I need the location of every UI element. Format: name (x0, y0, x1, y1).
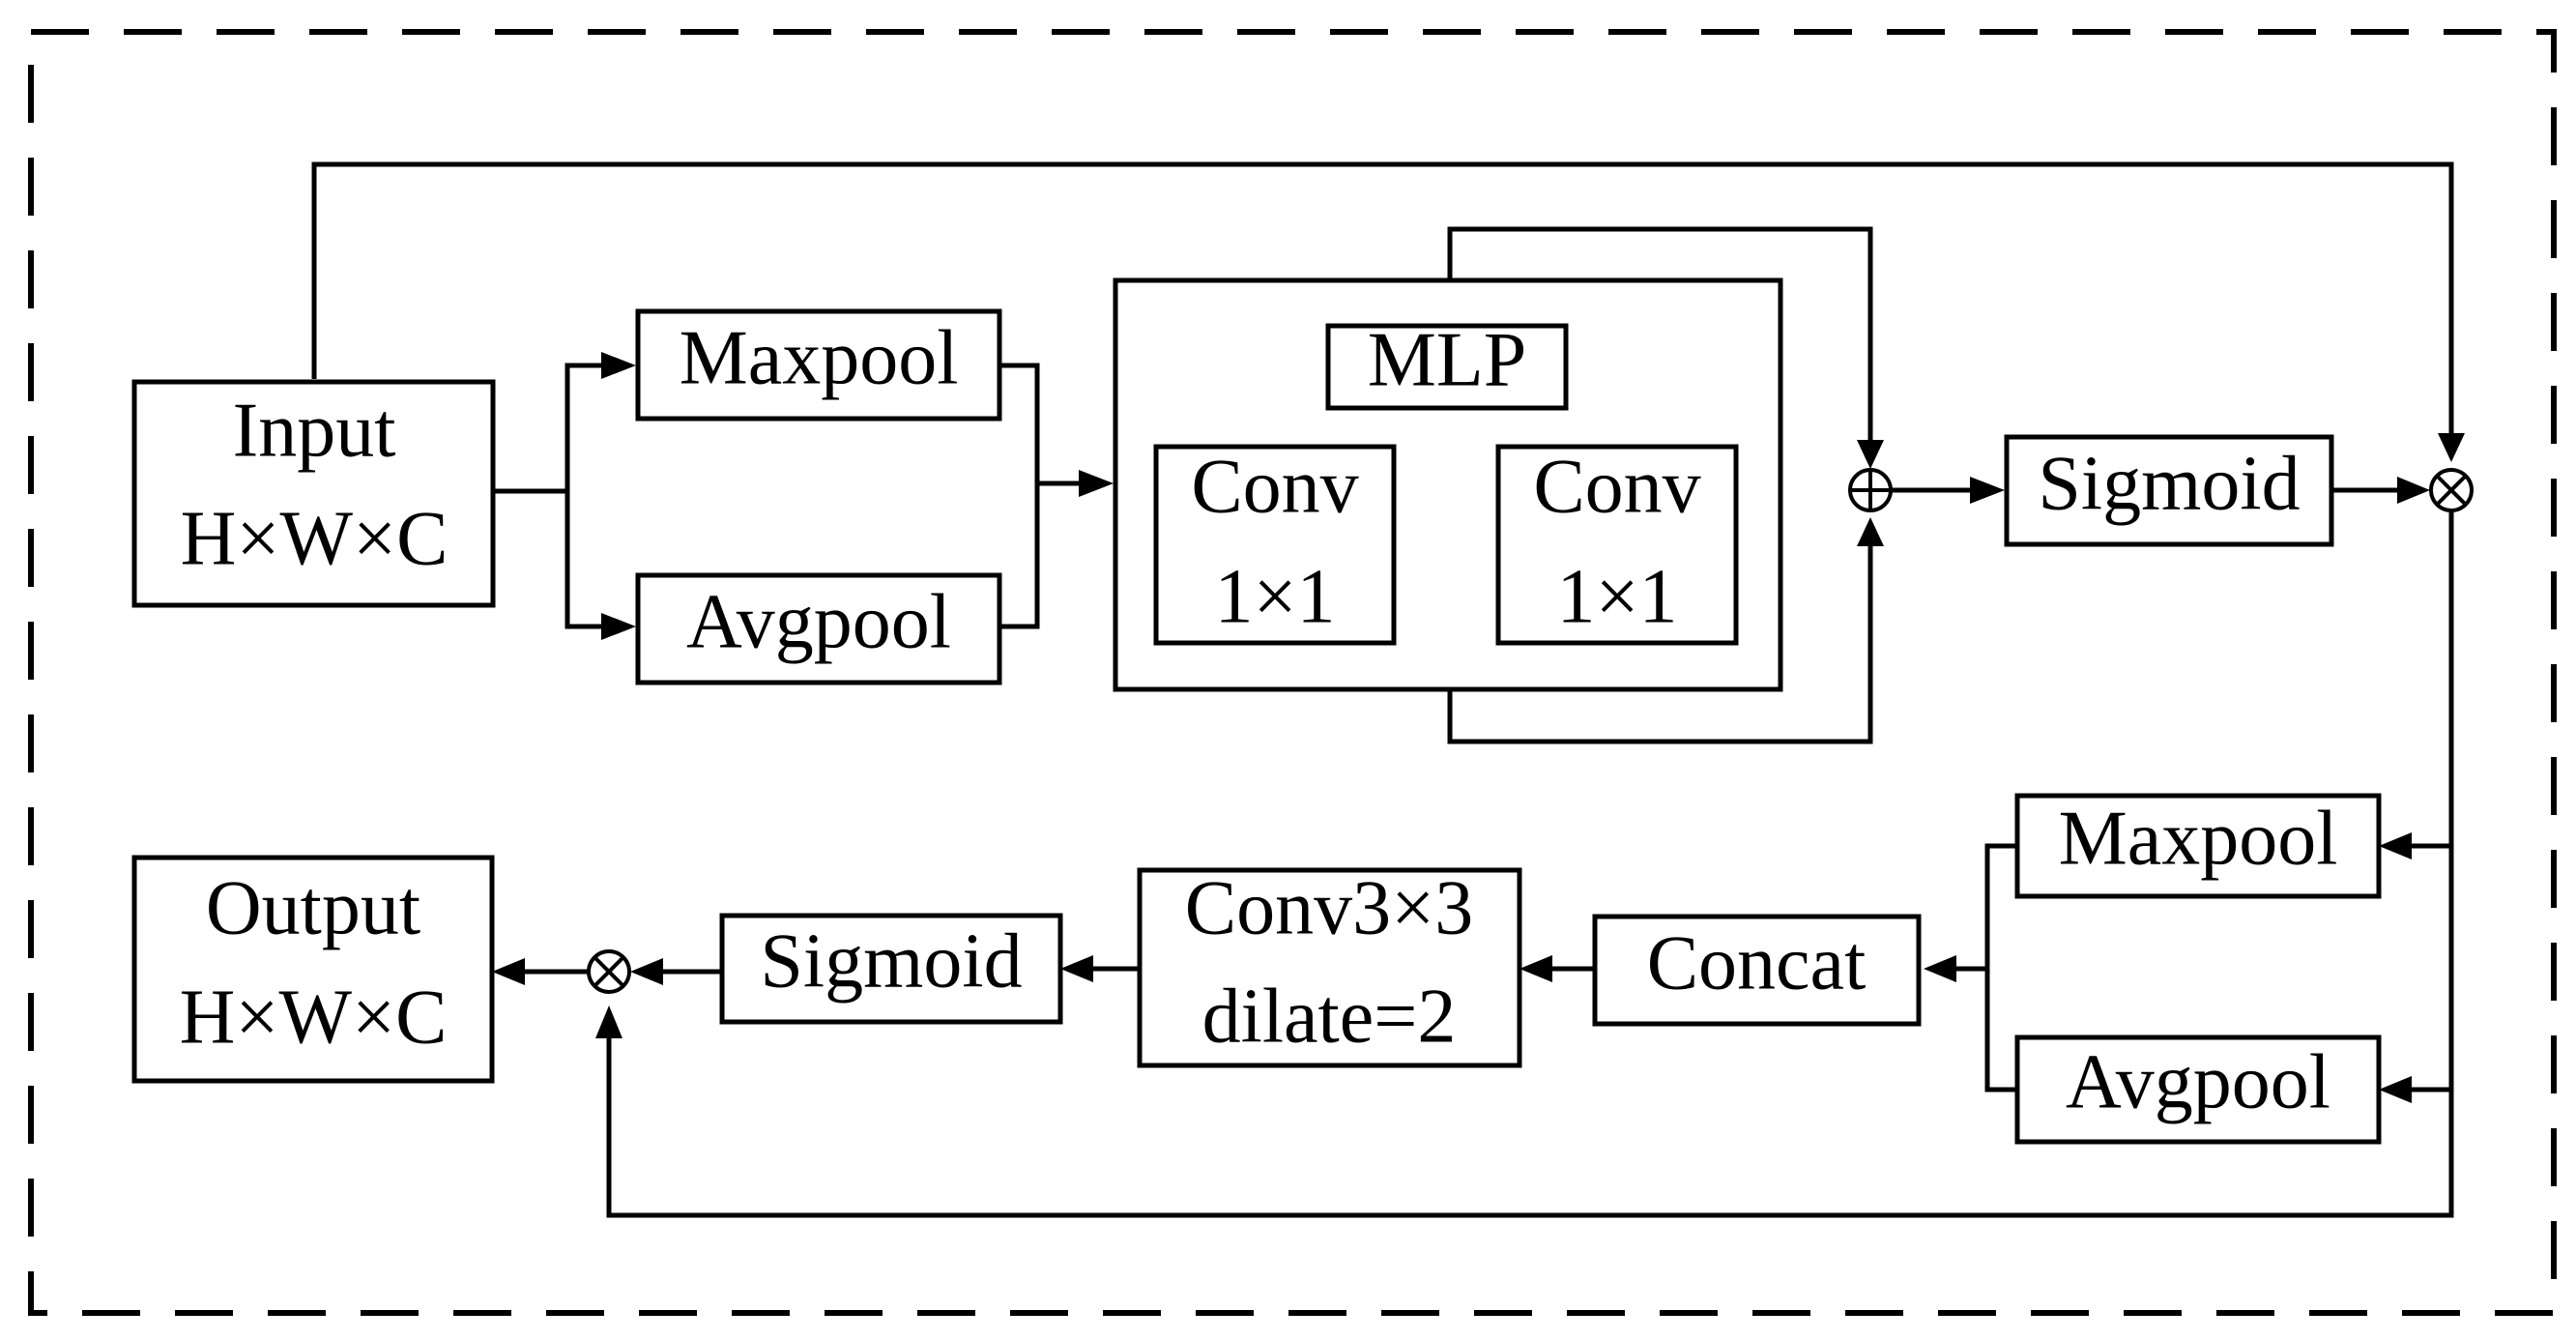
sigmoid-top-box: Sigmoid (2004, 434, 2334, 547)
avgpool-bottom-arrowhead (2379, 1076, 2412, 1103)
multiply-bottom-arrowhead (595, 1005, 622, 1038)
avgpool-top-label: Avgpool (686, 579, 951, 664)
multiply-bottom-operator: ⊗ (587, 949, 631, 994)
conv-a-size: 1×1 (1214, 554, 1335, 639)
concat-label: Concat (1647, 920, 1867, 1005)
conv-a-box: Conv 1×1 (1153, 444, 1397, 646)
concat-arrowhead (1924, 955, 1956, 982)
input-skip-arrowhead (2438, 433, 2465, 462)
conv-b-box: Conv 1×1 (1495, 444, 1739, 646)
conv-dilated-title: Conv3×3 (1185, 865, 1473, 950)
mlp-top-output-line (1447, 226, 1873, 450)
maxpool-merge-line (999, 363, 1040, 483)
maxpool-bottom-label: Maxpool (2059, 796, 2338, 881)
module-frame (28, 29, 2557, 1316)
sigmoid-bottom-box: Sigmoid (719, 913, 1063, 1025)
adder-top-arrowhead (1857, 440, 1884, 469)
input-title: Input (233, 388, 396, 473)
connectors (311, 161, 2465, 1218)
add-operator: ⊕ (1848, 468, 1893, 512)
conv-dilated-dilation: dilate=2 (1202, 974, 1457, 1059)
sigmoid-top-label: Sigmoid (2038, 441, 2300, 526)
mlp-bottom-output-line (1447, 537, 1873, 744)
multiply-top-arrowhead (2397, 477, 2430, 504)
input-skip-line (311, 161, 2454, 454)
multiply-bottom-left-arrowhead (630, 958, 663, 985)
maxpool-top-label: Maxpool (680, 315, 959, 400)
maxpool-top-arrowhead (601, 352, 636, 379)
sigmoid-bottom-arrowhead (1060, 955, 1093, 982)
pools-merge-line (1984, 843, 2017, 1092)
avgpool-merge-line (999, 483, 1040, 629)
fork-to-avgpool-line (564, 491, 609, 629)
output-box: Output H×W×C (131, 855, 495, 1084)
mlp-arrowhead (1079, 470, 1114, 497)
maxpool-bottom-box: Maxpool (2014, 793, 2382, 899)
concat-box: Concat (1592, 914, 1922, 1027)
mlp-label: MLP (1368, 317, 1527, 402)
avgpool-top-box: Avgpool (635, 572, 1002, 685)
output-arrowhead (492, 958, 525, 985)
sigmoid-bottom-label: Sigmoid (760, 918, 1022, 1004)
adder-bottom-arrowhead (1857, 517, 1884, 546)
right-return-line (606, 512, 2454, 1218)
output-shape: H×W×C (180, 975, 448, 1060)
output-title: Output (206, 865, 420, 950)
conv-dilated-arrowhead (1520, 955, 1552, 982)
conv-a-title: Conv (1191, 444, 1358, 529)
fork-to-maxpool-line (564, 363, 609, 491)
sigmoid-top-arrowhead (1970, 477, 2005, 504)
avgpool-bottom-label: Avgpool (2066, 1039, 2330, 1124)
maxpool-bottom-arrowhead (2379, 832, 2412, 859)
maxpool-top-box: Maxpool (635, 308, 1002, 422)
avgpool-top-arrowhead (601, 613, 636, 640)
avgpool-bottom-box: Avgpool (2014, 1034, 2382, 1145)
conv-dilated-box: Conv3×3 dilate=2 (1137, 865, 1522, 1068)
input-shape: H×W×C (181, 496, 449, 581)
multiply-top-operator: ⊗ (2429, 468, 2474, 512)
input-box: Input H×W×C (131, 379, 496, 608)
conv-b-size: 1×1 (1556, 554, 1677, 639)
conv-b-title: Conv (1533, 444, 1700, 529)
